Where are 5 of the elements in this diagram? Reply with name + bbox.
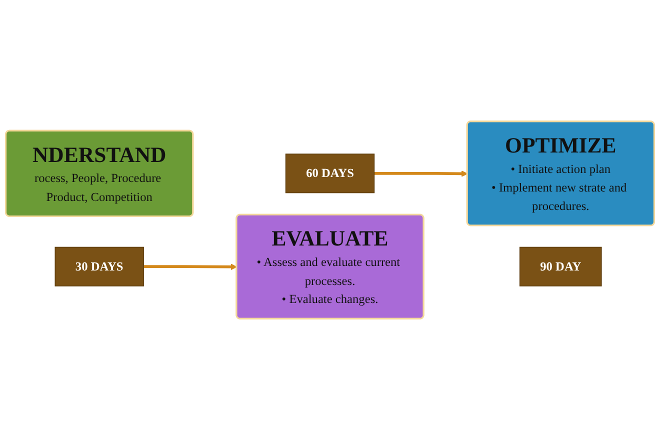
node-box: 30 DAYS [54, 246, 144, 286]
node-box: 90 DAY [519, 246, 602, 286]
node-box: 60 DAYS [285, 154, 375, 194]
arrow [144, 264, 238, 270]
arrow [374, 170, 468, 177]
